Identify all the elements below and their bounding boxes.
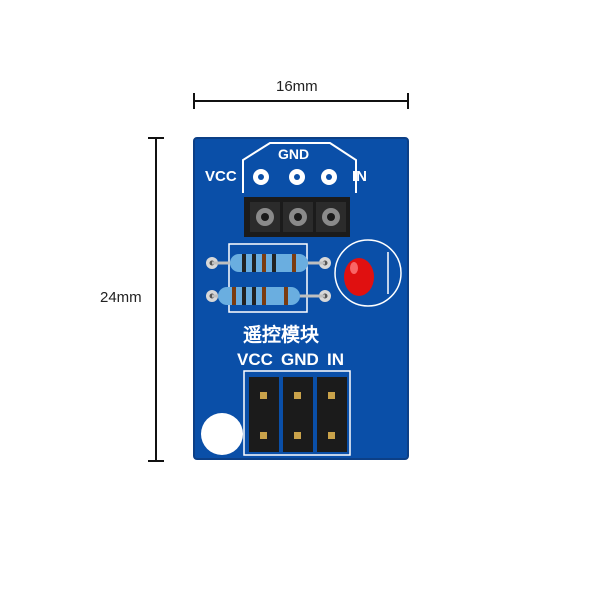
bottom-vcc-label: VCC	[237, 350, 273, 369]
resistor-2	[212, 287, 325, 305]
male-header	[249, 377, 347, 452]
top-vcc-label: VCC	[205, 168, 237, 185]
resistor-silkscreen-box	[228, 243, 308, 313]
top-in-label: IN	[352, 168, 367, 185]
female-header	[244, 197, 350, 237]
led	[334, 239, 402, 307]
bottom-gnd-label: GND	[281, 350, 319, 369]
width-dimension-label: 16mm	[276, 78, 318, 95]
module-name-label: 遥控模块	[243, 323, 320, 346]
height-dimension-line	[148, 137, 164, 462]
top-gnd-label: GND	[278, 146, 309, 162]
resistor-1	[212, 254, 325, 272]
mounting-hole	[201, 413, 243, 455]
bottom-in-label: IN	[327, 350, 344, 369]
top-solder-pads	[253, 169, 337, 185]
height-dimension-label: 24mm	[100, 289, 142, 306]
pin-outline-silkscreen	[242, 142, 357, 193]
width-dimension-line	[193, 93, 409, 109]
